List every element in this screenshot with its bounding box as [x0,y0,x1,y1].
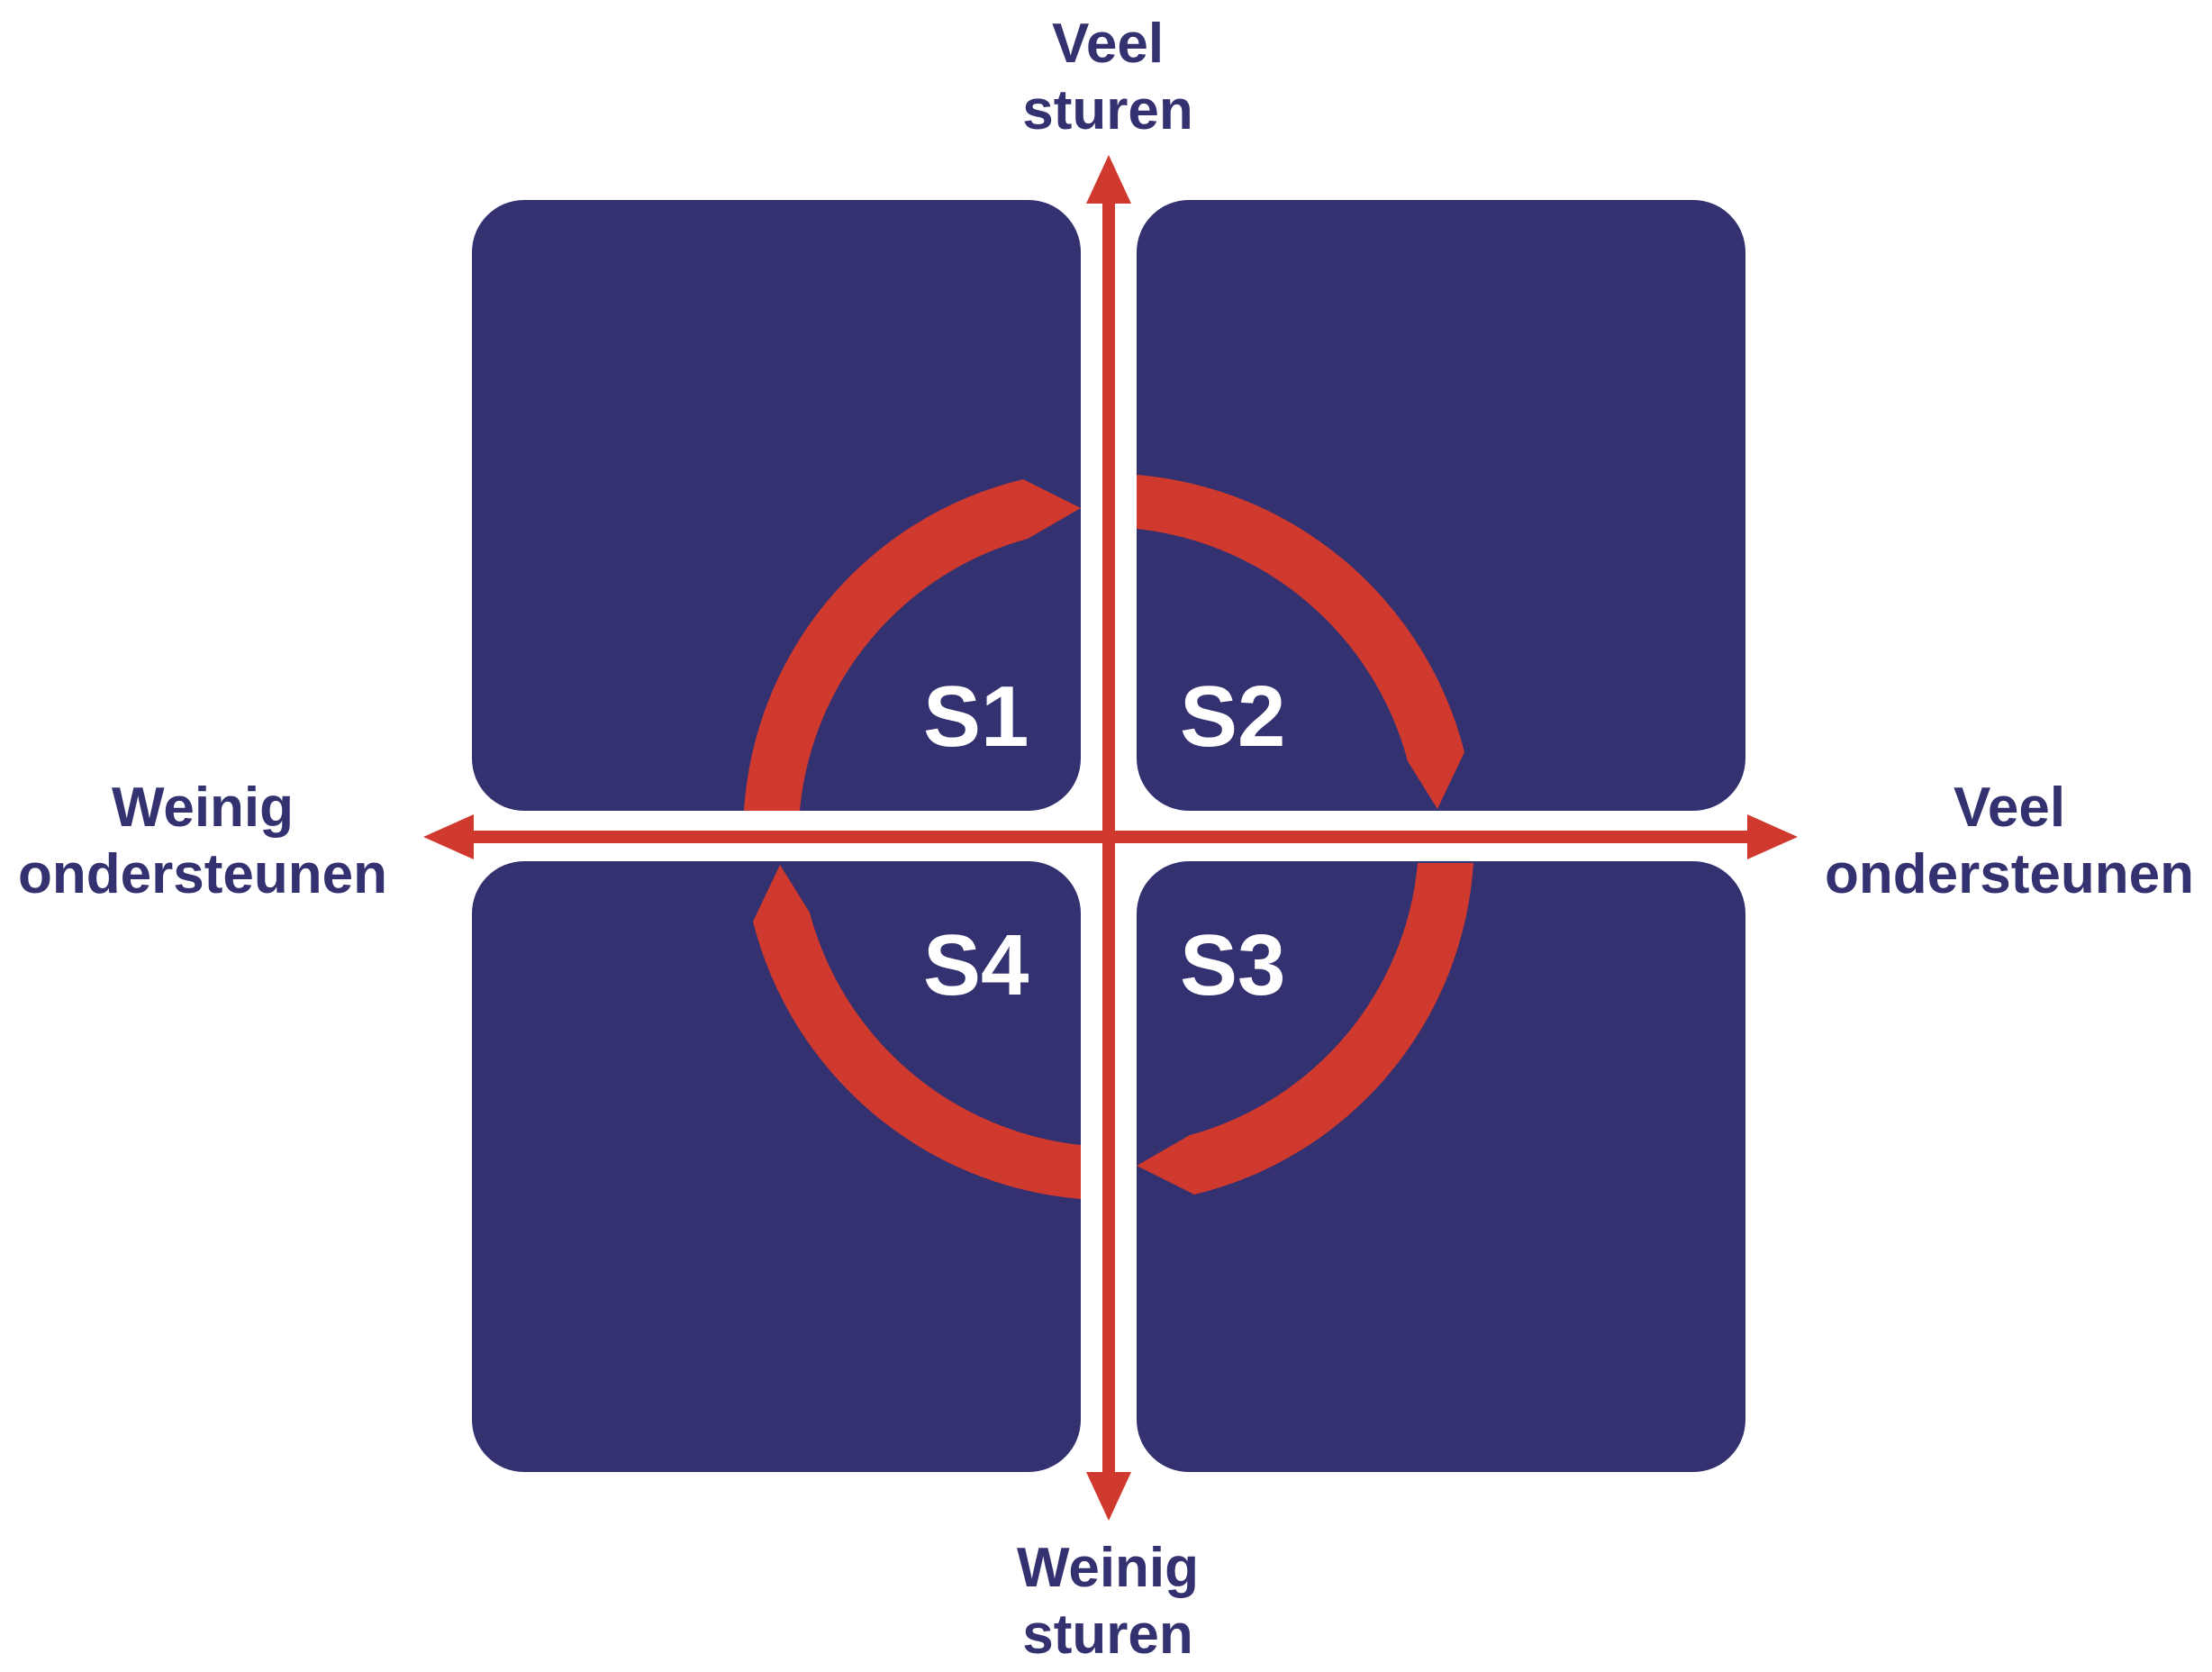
cycle-arrow-s1 [744,479,1081,811]
arrow-down-icon [1086,1472,1131,1521]
cycle-arrow-s4 [753,865,1081,1199]
axis-label-left-line1: Weinig [111,777,295,839]
arrow-up-icon [1086,155,1131,204]
axis-label-right-line2: ondersteunen [1825,843,2194,905]
axis-label-top: Veel sturen [973,11,1243,144]
quadrant-label-s3: S3 [1180,917,1286,1013]
arrow-right-icon [1747,814,1798,859]
axis-label-right: Veel ondersteunen [1807,775,2212,908]
quadrant-s4-panel [472,861,1081,1472]
axis-label-bottom: Weinig sturen [973,1535,1243,1668]
axis-label-top-line1: Veel [1051,13,1165,75]
axis-label-top-line2: sturen [1022,79,1193,141]
quadrant-label-s4: S4 [923,917,1029,1013]
axes [423,155,1798,1521]
horizontal-axis-line [468,831,1749,843]
quadrant-label-s2: S2 [1180,668,1286,765]
axis-label-left-line2: ondersteunen [18,843,387,905]
quadrant-s3-panel [1137,861,1745,1472]
cycle-arrows [744,475,1473,1199]
quadrant-s1-panel [472,200,1081,811]
axis-label-bottom-line1: Weinig [1016,1537,1200,1599]
quadrant-s2-panel [1137,200,1745,811]
axis-label-left: Weinig ondersteunen [0,775,405,908]
axis-label-right-line1: Veel [1953,777,2066,839]
axis-label-bottom-line2: sturen [1022,1604,1193,1666]
arrow-left-icon [423,814,474,859]
cycle-arrow-s2 [1137,475,1464,809]
quadrant-label-s1: S1 [923,668,1029,765]
cycle-arrow-s3 [1137,863,1473,1195]
